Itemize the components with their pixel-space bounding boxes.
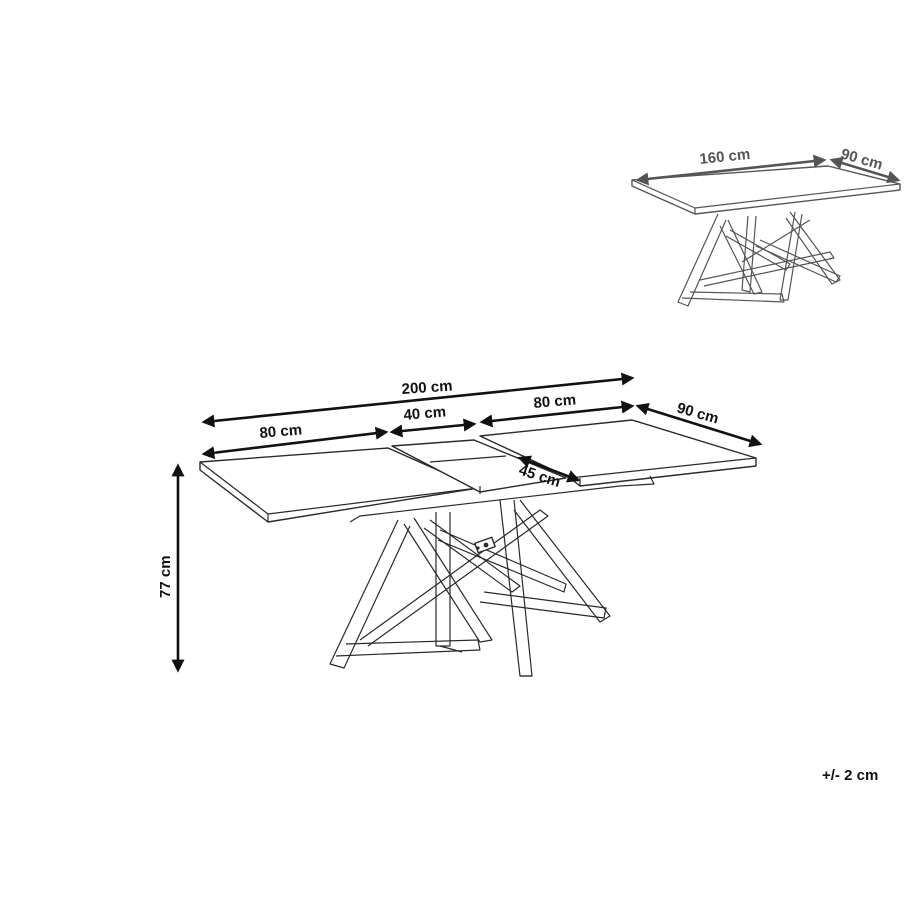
small-table-drawing: 160 cm 90 cm <box>631 146 901 307</box>
middle-leaf-arrow <box>389 418 477 438</box>
total-length-arrow <box>201 372 635 428</box>
total-length-label: 200 cm <box>401 377 453 398</box>
large-table-drawing: 200 cm 80 cm 40 cm 80 cm 90 cm 45 cm 77 … <box>157 372 763 677</box>
small-length-label: 160 cm <box>699 146 751 168</box>
small-table-top <box>631 165 901 215</box>
small-length-arrow <box>635 154 827 186</box>
small-table-base <box>677 211 841 307</box>
right-leaf-arrow <box>479 400 635 428</box>
large-table-base <box>329 499 611 677</box>
depth-arrow <box>635 402 763 448</box>
small-depth-arrow <box>829 156 901 184</box>
right-leaf-label: 80 cm <box>533 391 577 412</box>
height-label: 77 cm <box>157 555 174 598</box>
tolerance-note: +/- 2 cm <box>822 767 878 784</box>
extension-depth-arrow <box>517 455 581 483</box>
left-leaf-arrow <box>201 426 389 460</box>
left-leaf-label: 80 cm <box>259 421 303 442</box>
middle-leaf-label: 40 cm <box>403 403 447 424</box>
